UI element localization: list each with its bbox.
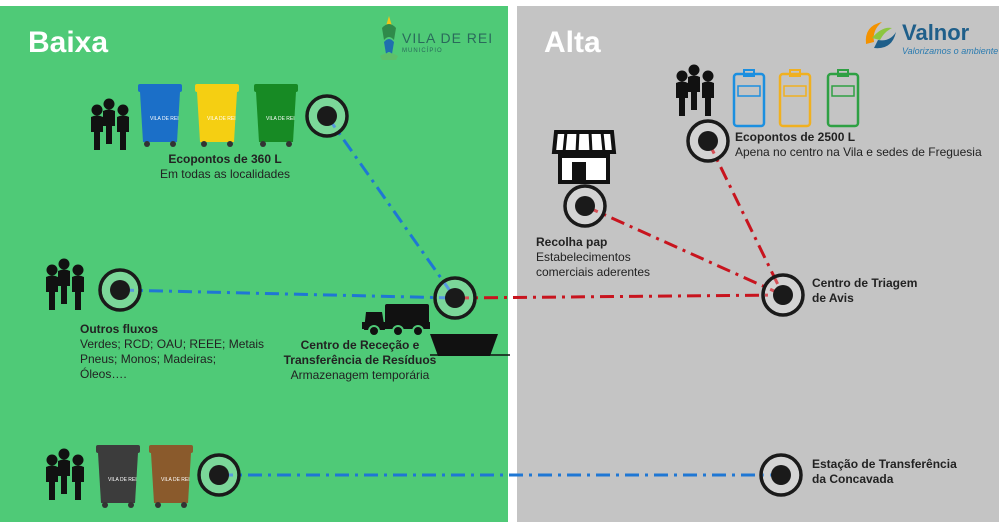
vila-de-rei-logo-text: VILA DE REI — [402, 30, 494, 46]
label-estacao-transferencia: Estação de Transferência da Concavada — [812, 457, 957, 487]
estacao-transferencia-title: da Concavada — [812, 472, 894, 486]
label-centro-rececao: Centro de Receção e Transferência de Res… — [280, 338, 440, 383]
node-estacao-transferencia — [759, 453, 803, 497]
node-centro-triagem — [761, 273, 805, 317]
flow-line-pap-triagem — [584, 204, 784, 297]
recolha-pap-line: Estabelecimentos — [536, 250, 631, 264]
flow-line-outros-fluxos — [119, 288, 456, 300]
valnor-slogan: Valorizamos o ambiente — [902, 46, 999, 56]
svg-text:VILA DE REI: VILA DE REI — [108, 477, 137, 483]
recolha-pap-title: Recolha pap — [536, 235, 608, 249]
flow-line-rececao-triagem — [454, 293, 784, 300]
label-ecopontos-360: Ecopontos de 360 L Em todas as localidad… — [155, 152, 295, 182]
node-ecopontos-2500 — [686, 119, 730, 163]
panel-title-alta: Alta — [544, 26, 601, 59]
container-icon — [430, 334, 510, 356]
node-centro-rececao — [433, 276, 477, 320]
svg-text:VILA DE REI: VILA DE REI — [161, 477, 190, 483]
centro-rececao-title: Transferência de Resíduos — [283, 353, 437, 367]
vila-de-rei-logo-subtext: MUNICÍPIO — [402, 48, 443, 54]
centro-triagem-title: de Avis — [812, 291, 854, 305]
flow-line-2500-triagem — [706, 140, 785, 296]
blue-outline-bin-icon — [732, 68, 766, 128]
svg-text:VILA DE REI: VILA DE REI — [150, 116, 179, 122]
outros-fluxos-title: Outros fluxos — [80, 322, 159, 336]
low-density-panel — [0, 6, 508, 522]
flow-line-ecopontos-360 — [325, 115, 457, 299]
svg-text:VILA DE REI: VILA DE REI — [207, 116, 236, 122]
estacao-transferencia-title: Estação de Transferência — [812, 457, 957, 471]
yellow-outline-bin-icon — [778, 68, 812, 128]
vila-de-rei-logo-icon — [380, 16, 398, 60]
centro-rececao-title: Centro de Receção e — [300, 338, 420, 352]
label-recolha-pap: Recolha pap Estabelecimentos comerciais … — [536, 235, 650, 280]
high-density-panel — [517, 6, 999, 522]
node-recolha-pap — [563, 184, 607, 228]
ecopontos-360-desc: Em todas as localidades — [159, 167, 291, 181]
people-icon — [91, 99, 129, 151]
panel-title-baixa: Baixa — [28, 26, 109, 59]
outros-fluxos-line: Óleos…. — [80, 367, 127, 381]
people-icon — [676, 65, 714, 117]
node-bottom-bins — [197, 453, 241, 497]
label-centro-triagem: Centro de Triagem de Avis — [812, 276, 917, 306]
valnor-logo-text: Valnor — [902, 20, 970, 45]
people-icon — [46, 449, 84, 501]
people-icon — [46, 259, 84, 311]
centro-triagem-title: Centro de Triagem — [812, 276, 918, 290]
outros-fluxos-line: Pneus; Monos; Madeiras; — [80, 352, 217, 366]
ecopontos-360-title: Ecopontos de 360 L — [168, 152, 282, 166]
node-ecopontos-360 — [305, 94, 349, 138]
valnor-logo-icon — [865, 22, 896, 49]
node-outros-fluxos — [98, 268, 142, 312]
recolha-pap-line: comerciais aderentes — [536, 265, 651, 279]
centro-rececao-desc: Armazenagem temporária — [290, 368, 430, 382]
bin-labels: VILA DE REI VILA DE REI VILA DE REI — [150, 116, 295, 122]
ecopontos-2500-title: Ecopontos de 2500 L — [735, 130, 856, 144]
green-outline-bin-icon — [826, 68, 860, 128]
label-outros-fluxos: Outros fluxos Verdes; RCD; OAU; REEE; Me… — [80, 322, 264, 382]
shop-icon — [551, 130, 617, 184]
outros-fluxos-line: Verdes; RCD; OAU; REEE; Metais — [80, 337, 265, 351]
label-ecopontos-2500: Ecopontos de 2500 L Apena no centro na V… — [735, 130, 982, 160]
truck-icon — [362, 304, 430, 337]
svg-text:VILA DE REI: VILA DE REI — [266, 116, 295, 122]
ecopontos-2500-desc: Apena no centro na Vila e sedes de Fregu… — [735, 145, 982, 159]
